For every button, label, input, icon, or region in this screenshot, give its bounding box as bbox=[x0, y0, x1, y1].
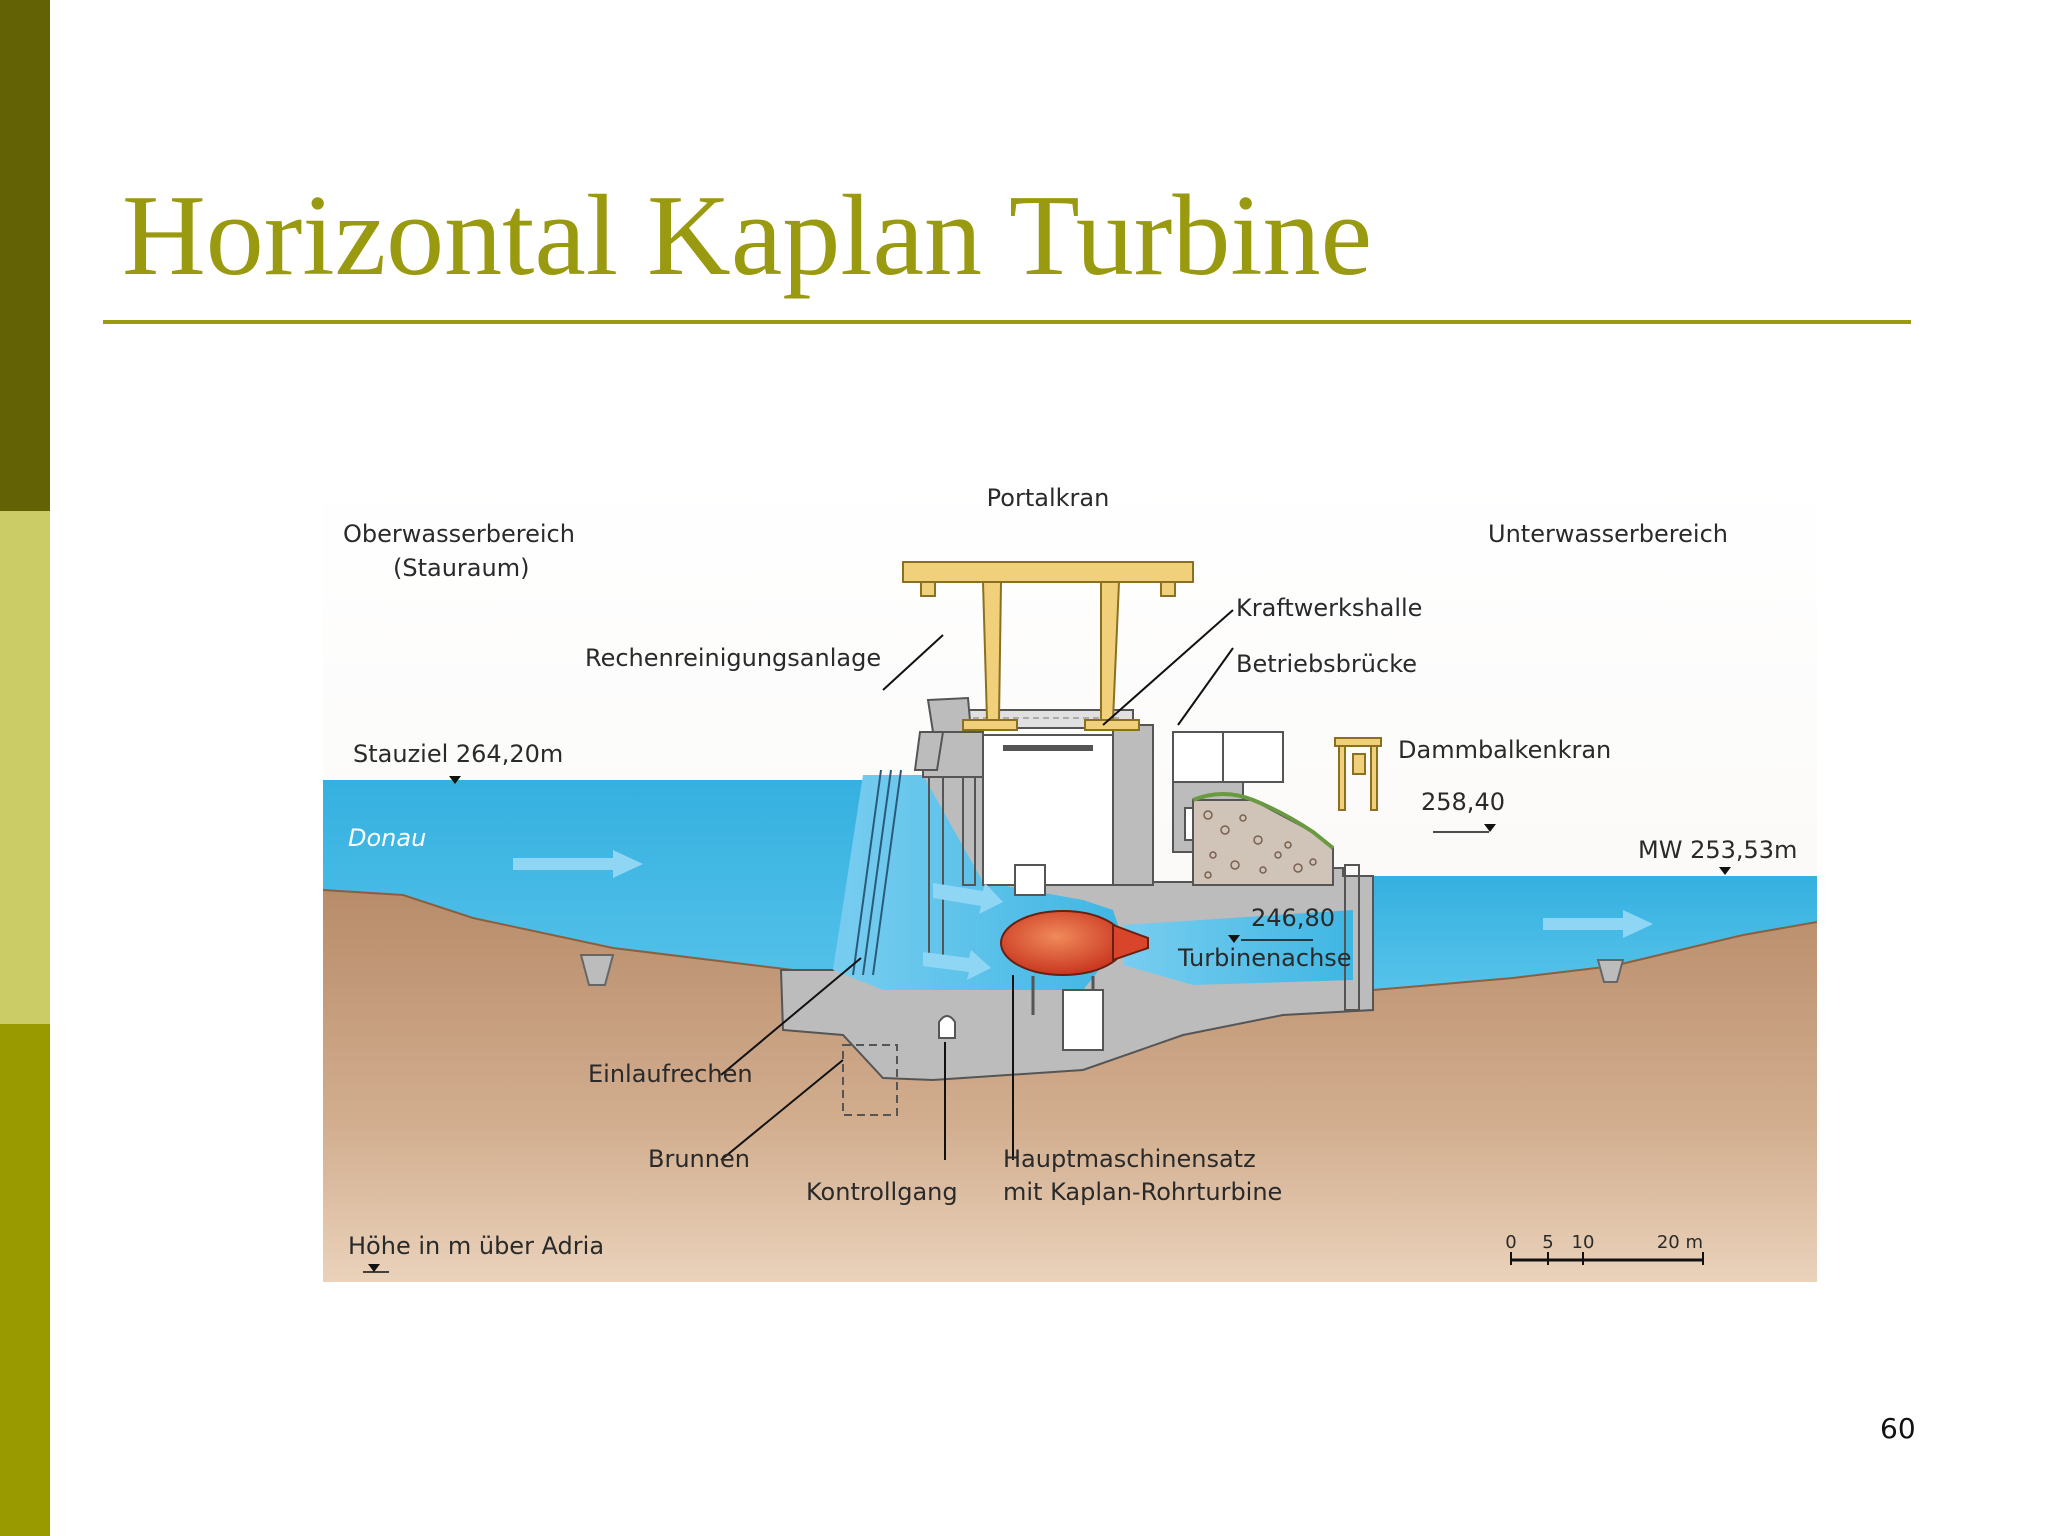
leader-lines bbox=[720, 609, 1234, 1161]
label-betriebsbruecke: Betriebsbrücke bbox=[1236, 650, 1417, 678]
label-mw-level: MW 253,53m bbox=[1638, 836, 1797, 864]
headwater-footing bbox=[579, 954, 615, 986]
label-stauziel: Stauziel 264,20m bbox=[353, 740, 563, 768]
label-kontrollgang: Kontrollgang bbox=[806, 1178, 958, 1206]
label-einlaufrechen: Einlaufrechen bbox=[588, 1060, 753, 1088]
headwater-bed-line bbox=[323, 889, 794, 971]
label-kraftwerkshalle: Kraftwerkshalle bbox=[1236, 594, 1422, 622]
tailwater-basin bbox=[1373, 876, 1817, 990]
title-underline bbox=[103, 320, 1911, 324]
bulb-turbine bbox=[1000, 864, 1149, 1051]
scale-tick-10: 10 bbox=[1572, 1232, 1595, 1253]
sidebar-dark-segment bbox=[0, 0, 50, 511]
label-hoehe-adria: Höhe in m über Adria bbox=[348, 1232, 604, 1260]
label-level-246: 246,80 bbox=[1251, 904, 1335, 932]
label-rechenreinigungsanlage: Rechenreinigungsanlage bbox=[585, 644, 881, 672]
label-level-258: 258,40 bbox=[1421, 788, 1505, 816]
label-kaplan-rohrturbine: mit Kaplan-Rohrturbine bbox=[1003, 1178, 1282, 1206]
label-brunnen: Brunnen bbox=[648, 1145, 750, 1173]
draft-tube-channel bbox=[1123, 910, 1353, 985]
intake-trash-rack bbox=[852, 769, 902, 976]
page-number: 60 bbox=[1880, 1412, 1916, 1445]
control-gallery bbox=[938, 1015, 956, 1039]
sidebar-mid-segment bbox=[0, 1024, 50, 1536]
flow-arrows bbox=[513, 850, 1653, 980]
scale-bar bbox=[1510, 1252, 1704, 1265]
drainage-well bbox=[842, 1044, 898, 1116]
water-level-markers bbox=[368, 776, 1731, 1272]
label-portalkran: Portalkran bbox=[987, 484, 1110, 512]
label-dammbalkenkran: Dammbalkenkran bbox=[1398, 736, 1611, 764]
kaplan-turbine-diagram: Portalkran Oberwasserbereich (Stauraum) … bbox=[323, 470, 1817, 1282]
scale-tick-20m: 20 m bbox=[1657, 1232, 1703, 1253]
scale-tick-5: 5 bbox=[1542, 1232, 1553, 1253]
sidebar-light-segment bbox=[0, 511, 50, 1024]
slide-title: Horizontal Kaplan Turbine bbox=[122, 172, 1373, 300]
scale-tick-0: 0 bbox=[1505, 1232, 1516, 1253]
label-unterwasserbereich: Unterwasserbereich bbox=[1488, 520, 1728, 548]
label-oberwasserbereich: Oberwasserbereich bbox=[343, 520, 575, 548]
headwater-basin bbox=[323, 780, 923, 1000]
tailwater-footing bbox=[1596, 959, 1625, 983]
gravel-embankment bbox=[1192, 792, 1335, 886]
gate-crane bbox=[1334, 737, 1382, 811]
label-donau: Donau bbox=[348, 824, 426, 852]
trash-rack-cleaner bbox=[913, 696, 973, 771]
label-hauptmaschinensatz: Hauptmaschinensatz bbox=[1003, 1145, 1256, 1173]
label-turbinenachse: Turbinenachse bbox=[1177, 944, 1352, 972]
portal-crane bbox=[902, 561, 1194, 731]
label-stauraum: (Stauraum) bbox=[393, 554, 529, 582]
level-reference-lines bbox=[363, 831, 1489, 1273]
